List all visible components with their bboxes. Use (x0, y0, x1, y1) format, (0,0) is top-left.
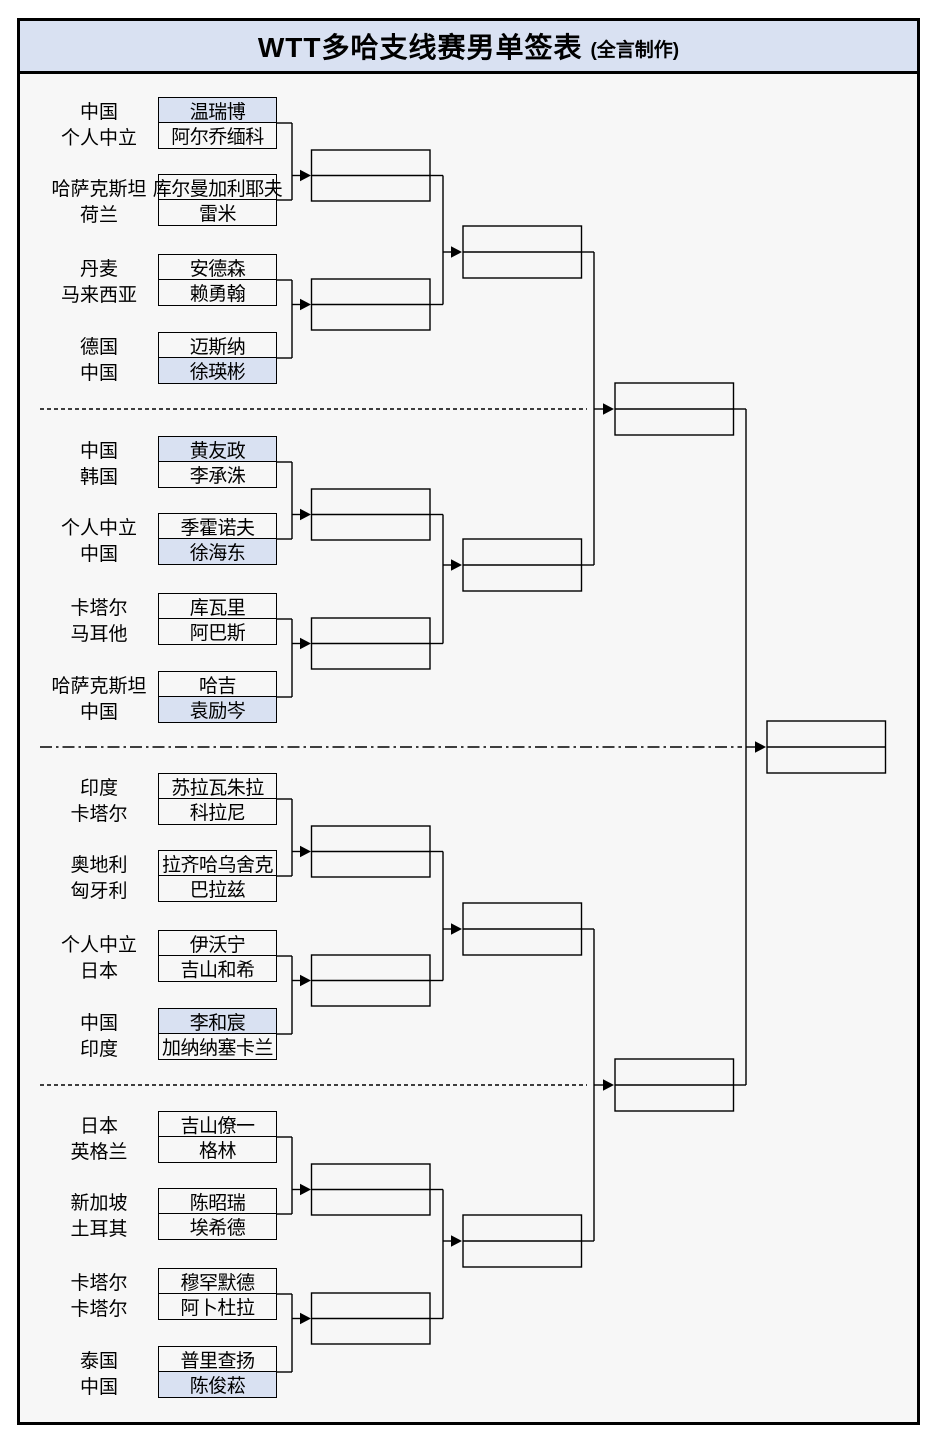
player-box: 普里查扬 (158, 1346, 277, 1372)
country-label: 丹麦 (79, 258, 118, 280)
country-label: 个人中立 (60, 934, 137, 956)
country-label: 卡塔尔 (70, 597, 128, 619)
player-box: 拉齐哈乌舍克 (158, 850, 277, 876)
country-label: 卡塔尔 (70, 1298, 128, 1320)
country-label: 韩国 (79, 466, 118, 488)
country-label: 中国 (79, 543, 118, 565)
country-label: 个人中立 (60, 517, 137, 539)
player-box: 李和宸 (158, 1008, 277, 1034)
player-box: 阿巴斯 (158, 619, 277, 645)
country-label: 哈萨克斯坦 (51, 178, 147, 200)
country-label: 印度 (79, 1038, 118, 1060)
player-box: 温瑞博 (158, 97, 277, 123)
page-title: WTT多哈支线赛男单签表 (257, 32, 583, 63)
country-label: 中国 (79, 701, 118, 723)
title-bar: WTT多哈支线赛男单签表 (全言制作) (20, 21, 917, 74)
country-label: 马来西亚 (60, 284, 137, 306)
player-box: 格林 (158, 1137, 277, 1163)
player-box: 安德森 (158, 254, 277, 280)
country-label: 中国 (79, 101, 118, 123)
player-box: 穆罕默德 (158, 1268, 277, 1294)
player-box: 黄友政 (158, 436, 277, 462)
player-box: 库瓦里 (158, 593, 277, 619)
country-label: 泰国 (79, 1350, 118, 1372)
country-label: 奥地利 (70, 854, 128, 876)
player-box: 吉山和希 (158, 956, 277, 982)
player-box: 陈俊菘 (158, 1372, 277, 1398)
player-box: 季霍诺夫 (158, 513, 277, 539)
country-label: 印度 (79, 777, 118, 799)
country-label: 匈牙利 (70, 880, 128, 902)
country-label: 中国 (79, 362, 118, 384)
country-label: 卡塔尔 (70, 803, 128, 825)
country-label: 中国 (79, 1376, 118, 1398)
country-label: 新加坡 (70, 1192, 128, 1214)
player-box: 徐瑛彬 (158, 358, 277, 384)
player-box: 阿尔乔缅科 (158, 123, 277, 149)
player-box: 袁励岑 (158, 697, 277, 723)
title-credit: (全言制作) (590, 40, 680, 61)
country-label: 日本 (79, 1115, 118, 1137)
country-label: 日本 (79, 960, 118, 982)
player-box: 徐海东 (158, 539, 277, 565)
country-label: 土耳其 (70, 1218, 128, 1240)
country-label: 中国 (79, 1012, 118, 1034)
player-box: 雷米 (158, 200, 277, 226)
player-box: 加纳纳塞卡兰 (158, 1034, 277, 1060)
country-label: 卡塔尔 (70, 1272, 128, 1294)
country-label: 英格兰 (70, 1141, 128, 1163)
country-label: 荷兰 (79, 204, 118, 226)
country-label: 马耳他 (70, 623, 128, 645)
country-label: 中国 (79, 440, 118, 462)
player-box: 苏拉瓦朱拉 (158, 773, 277, 799)
player-box: 阿卜杜拉 (158, 1294, 277, 1320)
country-label: 德国 (79, 336, 118, 358)
player-box: 赖勇翰 (158, 280, 277, 306)
player-box: 库尔曼加利耶夫 (153, 174, 283, 200)
player-box: 伊沃宁 (158, 930, 277, 956)
player-box: 哈吉 (158, 671, 277, 697)
player-box: 巴拉兹 (158, 876, 277, 902)
player-box: 吉山僚一 (158, 1111, 277, 1137)
player-box: 科拉尼 (158, 799, 277, 825)
country-label: 哈萨克斯坦 (51, 675, 147, 697)
player-box: 迈斯纳 (158, 332, 277, 358)
player-box: 埃希德 (158, 1214, 277, 1240)
player-box: 陈昭瑞 (158, 1188, 277, 1214)
player-box: 李承洙 (158, 462, 277, 488)
country-label: 个人中立 (60, 127, 137, 149)
